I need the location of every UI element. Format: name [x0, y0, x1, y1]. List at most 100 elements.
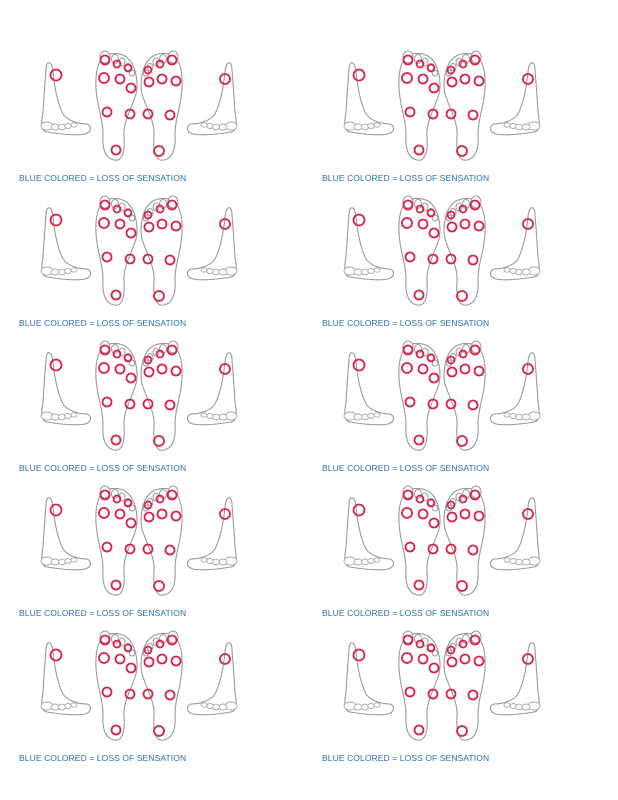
feet-diagram: [40, 195, 238, 306]
left-sole-outline: [95, 52, 138, 161]
right-toenail: [212, 558, 220, 566]
test-site-circle: [427, 398, 439, 410]
test-site-circle: [445, 108, 457, 120]
left-sole-toe: [99, 195, 111, 209]
test-site-circle: [164, 689, 176, 701]
test-site-circle: [124, 253, 136, 265]
foot-exam-panel: BLUE COLORED = LOSS OF SENSATION: [322, 193, 612, 333]
test-site-circle: [522, 218, 534, 230]
feet-diagram: [40, 630, 238, 741]
left-sole-toe: [402, 630, 414, 644]
left-toenail: [70, 412, 78, 418]
feet-diagram: [40, 340, 238, 451]
left-toenail: [58, 413, 66, 421]
test-site-circle: [469, 489, 481, 501]
test-site-circle: [522, 73, 534, 85]
test-site-circle: [125, 662, 137, 674]
test-site-circle: [415, 204, 425, 214]
legend-caption: BLUE COLORED = LOSS OF SENSATION: [322, 463, 490, 473]
test-site-circle: [401, 72, 413, 84]
test-site-circle: [124, 688, 136, 700]
test-site-circle: [413, 289, 425, 301]
test-site-circle: [153, 290, 165, 302]
right-toenail: [206, 558, 214, 564]
test-site-circle: [123, 63, 133, 73]
test-site-circle: [99, 199, 111, 211]
right-sole-toe: [152, 202, 160, 212]
test-site-circle: [404, 686, 416, 698]
test-site-circle: [155, 494, 165, 504]
right-toenail: [206, 703, 214, 709]
legend-caption: BLUE COLORED = LOSS OF SENSATION: [19, 753, 187, 763]
test-site-circle: [417, 508, 429, 520]
test-site-circle: [110, 434, 122, 446]
left-toenail: [353, 703, 363, 711]
left-toenail: [353, 123, 363, 131]
test-site-circle: [110, 144, 122, 156]
test-site-circle: [49, 68, 63, 82]
test-site-circle: [155, 349, 165, 359]
right-toenail: [200, 267, 208, 273]
left-toenail: [50, 268, 60, 276]
left-toenail: [70, 267, 78, 273]
test-site-circle: [49, 213, 63, 227]
test-site-circle: [124, 108, 136, 120]
test-site-circle: [417, 218, 429, 230]
left-toenail: [373, 267, 381, 273]
test-site-circle: [413, 724, 425, 736]
test-site-circle: [142, 688, 154, 700]
test-site-circle: [114, 73, 126, 85]
right-toenail: [212, 123, 220, 131]
test-site-circle: [402, 344, 414, 356]
test-site-circle: [469, 634, 481, 646]
legend-caption: BLUE COLORED = LOSS OF SENSATION: [19, 463, 187, 473]
test-site-circle: [156, 653, 168, 665]
left-toenail: [361, 123, 369, 131]
test-site-circle: [467, 109, 479, 121]
right-toenail: [509, 413, 517, 419]
test-site-circle: [123, 643, 133, 653]
feet-diagram: [343, 340, 541, 451]
test-site-circle: [114, 218, 126, 230]
right-toenail: [509, 558, 517, 564]
legend-caption: BLUE COLORED = LOSS OF SENSATION: [322, 318, 490, 328]
right-sole-toe: [455, 202, 463, 212]
test-site-circle: [123, 208, 133, 218]
test-site-circle: [426, 63, 436, 73]
right-sole-toe: [152, 637, 160, 647]
test-site-circle: [456, 725, 468, 737]
left-toenail: [64, 703, 72, 709]
test-site-circle: [459, 508, 471, 520]
test-site-circle: [143, 210, 153, 220]
right-toenail: [503, 267, 511, 273]
test-site-circle: [170, 220, 182, 232]
right-foot-dorsal-outline: [186, 642, 237, 716]
test-site-circle: [401, 217, 413, 229]
test-site-circle: [469, 199, 481, 211]
left-toenail: [367, 558, 375, 564]
right-toenail: [200, 557, 208, 563]
test-site-circle: [417, 73, 429, 85]
test-site-circle: [99, 54, 111, 66]
test-site-circle: [155, 204, 165, 214]
test-site-circle: [459, 363, 471, 375]
left-sole-toe: [402, 485, 414, 499]
right-toenail: [503, 702, 511, 708]
test-site-circle: [426, 498, 436, 508]
right-sole-toe: [152, 492, 160, 502]
legend-caption: BLUE COLORED = LOSS OF SENSATION: [322, 753, 490, 763]
test-site-circle: [467, 544, 479, 556]
test-site-circle: [456, 290, 468, 302]
legend-caption: BLUE COLORED = LOSS OF SENSATION: [322, 608, 490, 618]
test-site-circle: [446, 355, 456, 365]
test-site-circle: [123, 353, 133, 363]
test-site-circle: [125, 517, 137, 529]
test-site-circle: [98, 217, 110, 229]
left-sole-outline: [95, 632, 138, 741]
test-site-circle: [445, 688, 457, 700]
test-site-circle: [446, 221, 458, 233]
test-site-circle: [352, 68, 366, 82]
test-site-circle: [143, 221, 155, 233]
left-toenail: [373, 122, 381, 128]
test-site-circle: [166, 199, 178, 211]
